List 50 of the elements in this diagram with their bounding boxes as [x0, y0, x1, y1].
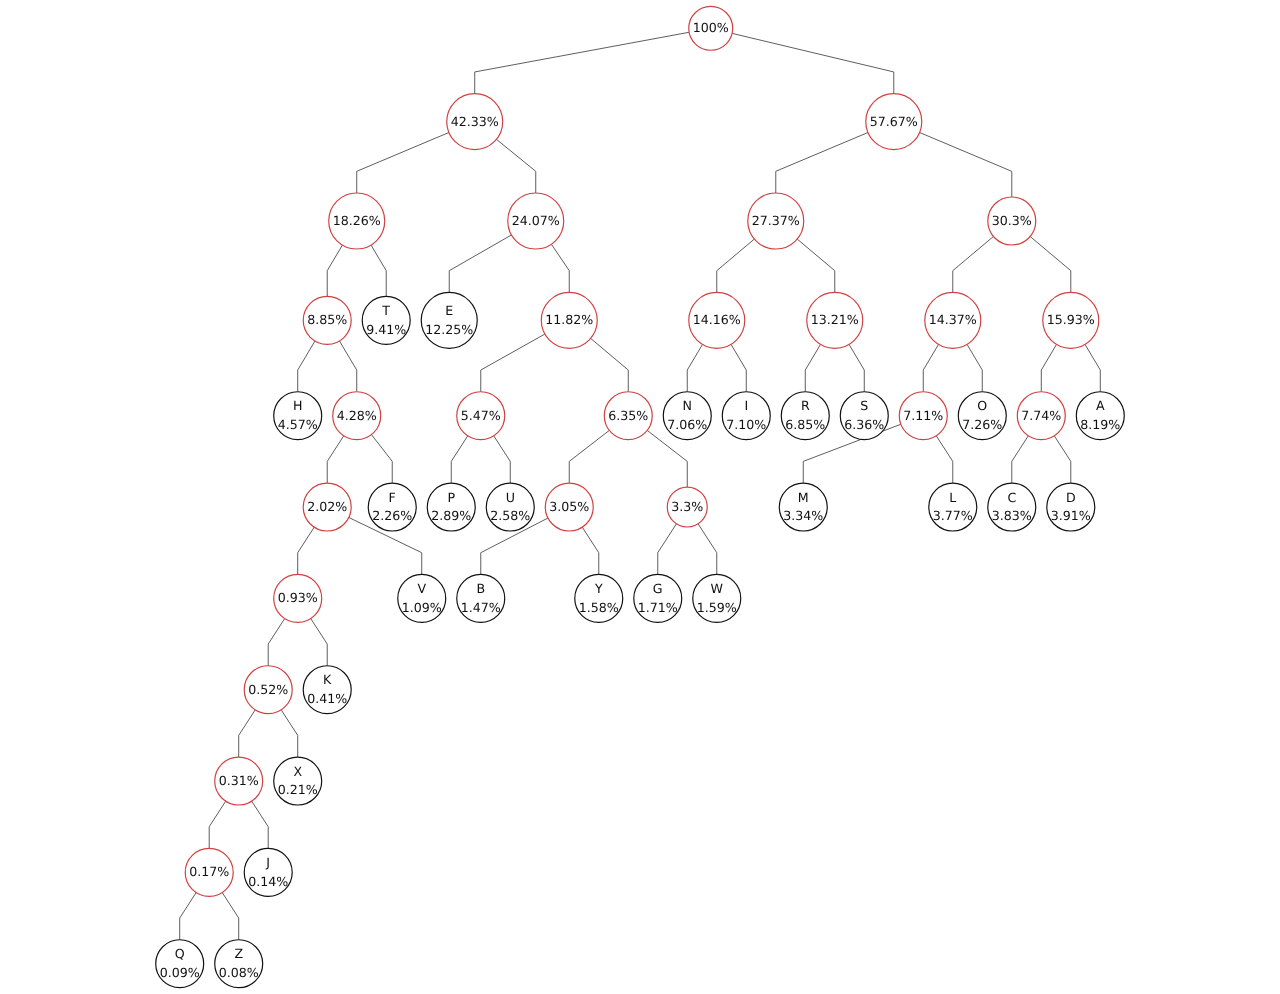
connector: [339, 340, 358, 393]
connector: [935, 435, 954, 484]
connector: [297, 526, 315, 575]
connector: [495, 138, 537, 194]
connector: [657, 523, 677, 575]
connector: [1053, 435, 1072, 484]
connector: [251, 800, 269, 849]
connector: [646, 429, 688, 488]
connector: [480, 517, 549, 575]
connector: [730, 343, 747, 393]
connector: [326, 435, 345, 484]
connector: [922, 343, 939, 393]
connector: [297, 340, 316, 393]
connector: [450, 435, 469, 484]
connector: [966, 343, 983, 393]
connector: [686, 343, 703, 393]
connector: [919, 132, 1013, 198]
connector: [493, 435, 511, 484]
connector: [716, 238, 755, 293]
connector: [208, 800, 227, 849]
connector: [480, 333, 546, 393]
connector: [568, 429, 610, 484]
connector: [796, 238, 836, 293]
connector: [848, 343, 865, 393]
connector: [348, 517, 423, 575]
connector: [550, 243, 570, 293]
connector: [326, 244, 343, 297]
connector: [1029, 235, 1072, 293]
connector: [280, 709, 299, 758]
connector: [804, 343, 821, 393]
connector: [448, 234, 512, 293]
connector: [731, 32, 895, 95]
connector: [697, 523, 718, 575]
connector: [310, 618, 328, 667]
connector: [238, 709, 256, 758]
connector: [370, 244, 387, 297]
connector: [1011, 435, 1029, 484]
connector: [1084, 343, 1101, 393]
connector: [370, 434, 393, 484]
connector: [179, 892, 197, 941]
connector: [590, 337, 629, 393]
connector: [581, 526, 600, 575]
connector: [1040, 343, 1057, 393]
connector: [221, 892, 240, 941]
connector: [474, 31, 690, 95]
connector: [775, 132, 869, 194]
connector: [952, 235, 994, 293]
connector: [802, 423, 902, 484]
connector: [356, 132, 450, 194]
connector: [267, 618, 286, 667]
